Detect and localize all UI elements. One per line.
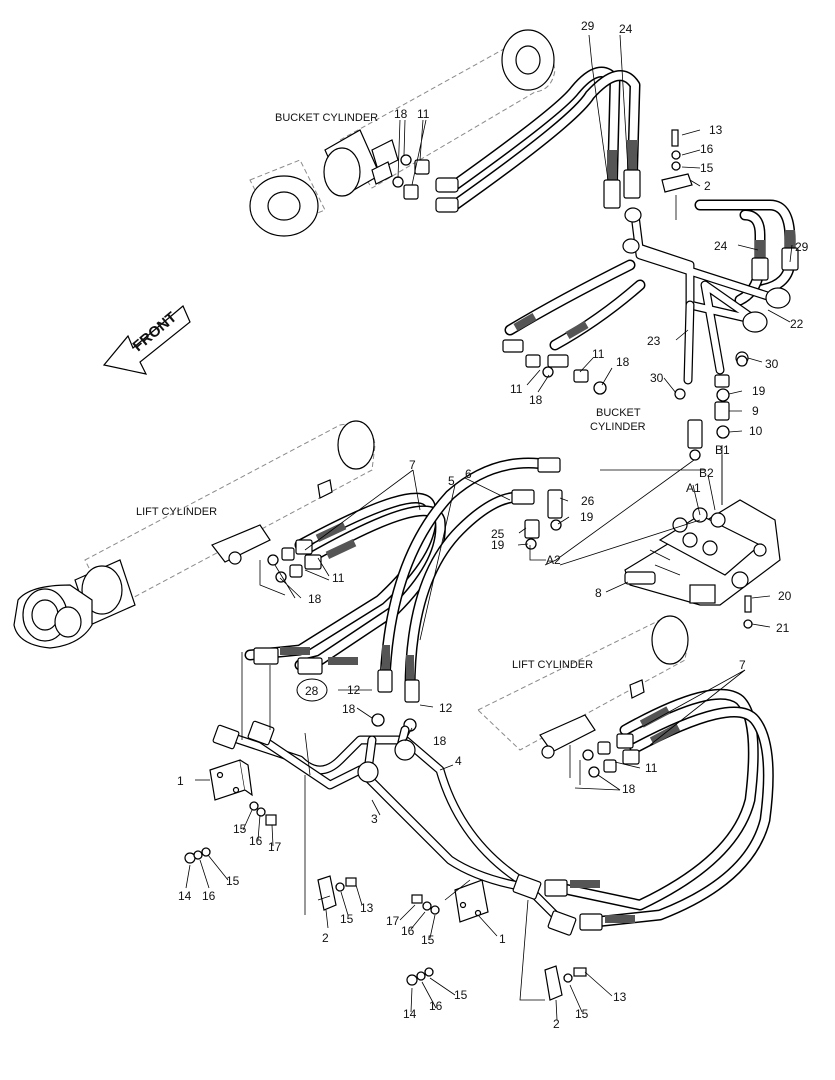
control-valve-8: [624, 499, 781, 606]
callout-16: 16: [700, 142, 714, 156]
callout-7: 7: [409, 458, 416, 472]
valve-fittings-9-10-19: [687, 374, 730, 461]
callout-21: 21: [776, 621, 790, 635]
callout-17: 17: [386, 914, 400, 928]
front-arrow: FRONT: [102, 305, 191, 375]
callout-15: 15: [226, 874, 240, 888]
callout-18: 18: [308, 592, 322, 606]
label-lift-cylinder-left: LIFT CYLINDER: [136, 506, 217, 518]
callout-14: 14: [178, 889, 192, 903]
callout-29: 29: [581, 19, 595, 33]
lift-tubes-3-4: [212, 720, 577, 936]
callout-6: 6: [465, 467, 472, 481]
callout-12: 12: [347, 683, 361, 697]
callout-2: 2: [553, 1017, 560, 1031]
callout-15: 15: [700, 161, 714, 175]
port-label-a1: A1: [686, 481, 701, 495]
callout-9: 9: [752, 404, 759, 418]
callout-11: 11: [592, 347, 605, 361]
lift-hoses-right-7: [544, 688, 774, 931]
callout-2: 2: [322, 931, 329, 945]
callout-18: 18: [394, 107, 408, 121]
bucket-hoses-lower: [502, 259, 646, 395]
callout-8: 8: [595, 586, 602, 600]
callout-5: 5: [448, 474, 455, 488]
callout-7: 7: [739, 658, 746, 672]
callout-20: 20: [778, 589, 792, 603]
label-lift-cylinder-right: LIFT CYLINDER: [512, 659, 593, 671]
bucket-tubes-22-23: [622, 199, 799, 400]
callout-1: 1: [177, 774, 184, 788]
callout-26: 26: [581, 494, 595, 508]
callout-11: 11: [332, 571, 345, 585]
callout-24: 24: [714, 239, 728, 253]
callout-15: 15: [421, 933, 435, 947]
callout-13: 13: [613, 990, 627, 1004]
brackets-and-clamps: [184, 129, 753, 1001]
label-bucket-cylinder-mid-line2: CYLINDER: [590, 421, 646, 433]
callout-16: 16: [429, 999, 443, 1013]
port-label-b1: B1: [715, 443, 730, 457]
callout-10: 10: [749, 424, 763, 438]
callout-11: 11: [417, 107, 430, 121]
lift-hoses-5-6-7: [244, 457, 561, 732]
callout-4: 4: [455, 754, 462, 768]
callout-30: 30: [765, 357, 779, 371]
callout-24: 24: [619, 22, 633, 36]
callout-22: 22: [790, 317, 804, 331]
leader-lines: [185, 34, 793, 1021]
port-label-b2: B2: [699, 466, 714, 480]
callout-15: 15: [233, 822, 247, 836]
callout-23: 23: [647, 334, 661, 348]
label-bucket-cylinder-mid-line1: BUCKET: [596, 407, 641, 419]
lift-cylinder-left: [13, 420, 376, 649]
callout-15: 15: [575, 1007, 589, 1021]
callout-17: 17: [268, 840, 282, 854]
callout-18: 18: [342, 702, 356, 716]
bucket-hoses-24-29: [392, 66, 641, 213]
callout-25: 25: [491, 527, 505, 541]
lift-cylinder-right: [477, 615, 689, 759]
callout-19: 19: [491, 538, 505, 552]
callout-19: 19: [580, 510, 594, 524]
callout-11: 11: [645, 761, 658, 775]
callout-13: 13: [709, 123, 723, 137]
callout-14: 14: [403, 1007, 417, 1021]
port-label-a2: A2: [546, 553, 561, 567]
callout-30: 30: [650, 371, 664, 385]
callout-13: 13: [360, 901, 374, 915]
callout-15: 15: [340, 912, 354, 926]
callout-16: 16: [401, 924, 415, 938]
valve-fittings-25-26: [524, 489, 563, 550]
callout-18: 18: [433, 734, 447, 748]
callout-12: 12: [439, 701, 453, 715]
callout-28-circle: [296, 678, 328, 702]
callout-18: 18: [616, 355, 630, 369]
callout-18: 18: [529, 393, 543, 407]
callout-16: 16: [202, 889, 216, 903]
callout-28: 28: [305, 684, 319, 698]
callout-29: 29: [795, 240, 809, 254]
callout-11: 11: [510, 382, 523, 396]
bucket-cylinder-top: [249, 29, 556, 237]
callout-19: 19: [752, 384, 766, 398]
callout-2: 2: [704, 179, 711, 193]
label-bucket-cylinder-top: BUCKET CYLINDER: [275, 112, 378, 124]
callout-18: 18: [622, 782, 636, 796]
callout-numbers: 29 24 13 16 15 2 18 11 24 29 22 23 30 11…: [177, 19, 809, 1031]
callout-3: 3: [371, 812, 378, 826]
callout-15: 15: [454, 988, 468, 1002]
callout-1: 1: [499, 932, 506, 946]
callout-16: 16: [249, 834, 263, 848]
